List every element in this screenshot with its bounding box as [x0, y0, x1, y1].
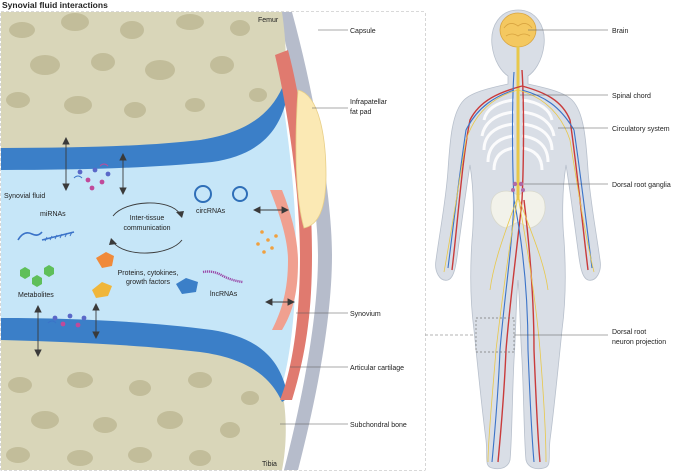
fat-pad-label-2: fat pad — [350, 109, 372, 116]
growth-factor-icon — [92, 282, 112, 298]
projection-label-2: neuron projection — [612, 339, 666, 346]
synovium-inner — [270, 190, 298, 330]
communication-arrow-bottom — [112, 239, 183, 254]
femur-bone — [1, 12, 286, 150]
tibia-trabeculae — [6, 372, 259, 466]
joint-panel: Femur Tibia Synovial fluid miRNAs Inter-… — [0, 11, 426, 471]
protein-icon — [96, 252, 114, 268]
figure-title: Synovial fluid interactions — [2, 0, 108, 10]
communication-label-2: communication — [123, 225, 170, 232]
proteins-label-1: Proteins, cytokines, — [118, 270, 179, 277]
circrna-icon — [194, 185, 212, 203]
ribcage — [480, 98, 556, 171]
articular-cartilage-label: Articular cartilage — [350, 365, 404, 372]
synovial-fluid-label: Synovial fluid — [4, 193, 45, 200]
tibia-label: Tibia — [262, 461, 277, 468]
metabolites-label: Metabolites — [18, 292, 54, 299]
communication-label-1: Inter-tissue — [130, 215, 165, 222]
dorsal-root-ganglia-label: Dorsal root ganglia — [612, 182, 671, 189]
body-callout-lines — [514, 29, 608, 336]
synovium-label: Synovium — [350, 311, 381, 318]
cytokine-dots — [256, 230, 278, 254]
brain-label: Brain — [612, 28, 628, 35]
cytokine-icon — [176, 278, 198, 294]
peripheral-nerves — [443, 89, 595, 463]
metabolites-icon — [20, 265, 54, 287]
vesicle-cluster-top — [73, 163, 111, 191]
exchange-arrows — [34, 136, 296, 358]
capsule-label: Capsule — [350, 28, 376, 35]
mirna-icon — [17, 231, 75, 242]
fat-pad-label-1: Infrapatellar — [350, 99, 388, 106]
dorsal-root-ganglia — [511, 181, 525, 192]
subchondral-bone-label: Subchondral bone — [350, 422, 407, 429]
veins — [447, 71, 593, 463]
lncrna-icon — [202, 270, 244, 284]
lncrnas-label: lncRNAs — [210, 291, 238, 298]
femur-trabeculae — [6, 13, 267, 118]
projection-label-1: Dorsal root — [612, 329, 646, 336]
circrna-icon-2 — [232, 186, 248, 202]
arteries — [451, 69, 589, 463]
vesicle-cluster-bottom — [47, 313, 87, 328]
spinal-chord-label: Spinal chord — [612, 93, 651, 100]
capsule — [278, 12, 332, 470]
femur-label: Femur — [258, 17, 279, 24]
tibia-bone — [1, 340, 286, 470]
circrnas-label: circRNAs — [196, 208, 226, 215]
joint-callout-lines — [280, 29, 348, 425]
circulatory-system-label: Circulatory system — [612, 126, 670, 133]
communication-arrow-top — [112, 202, 181, 217]
mirnas-label: miRNAs — [40, 211, 66, 218]
infrapatellar-fat-pad — [295, 89, 327, 229]
human-body — [435, 9, 601, 470]
tibia-cartilage — [1, 318, 288, 402]
femur-cartilage — [1, 88, 288, 170]
proteins-label-2: growth factors — [126, 279, 170, 286]
pelvis — [490, 190, 546, 229]
